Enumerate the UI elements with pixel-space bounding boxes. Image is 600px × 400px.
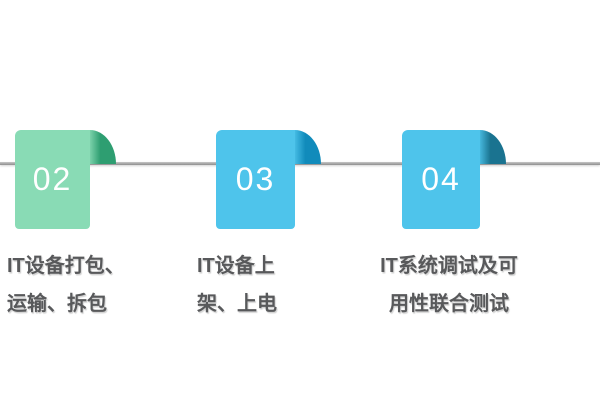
- step-label-line1: IT系统调试及可: [380, 255, 518, 277]
- ribbon-body: 03: [216, 130, 295, 229]
- step-label: IT设备打包、 运输、拆包: [7, 247, 177, 323]
- step-label: IT设备上 架、上电: [197, 247, 327, 323]
- step-label-line2: 运输、拆包: [7, 293, 107, 315]
- step-number: 02: [32, 161, 73, 197]
- step-label-line1: IT设备打包、: [7, 255, 125, 277]
- step-label: IT系统调试及可 用性联合测试: [368, 247, 530, 323]
- ribbon-body: 02: [15, 130, 90, 229]
- step-label-line2: 架、上电: [197, 293, 277, 315]
- step-label-line2: 用性联合测试: [389, 293, 509, 315]
- step-number: 04: [421, 161, 461, 197]
- step-label-line1: IT设备上: [197, 255, 275, 277]
- step-number: 03: [235, 161, 276, 197]
- ribbon-body: 04: [402, 130, 480, 229]
